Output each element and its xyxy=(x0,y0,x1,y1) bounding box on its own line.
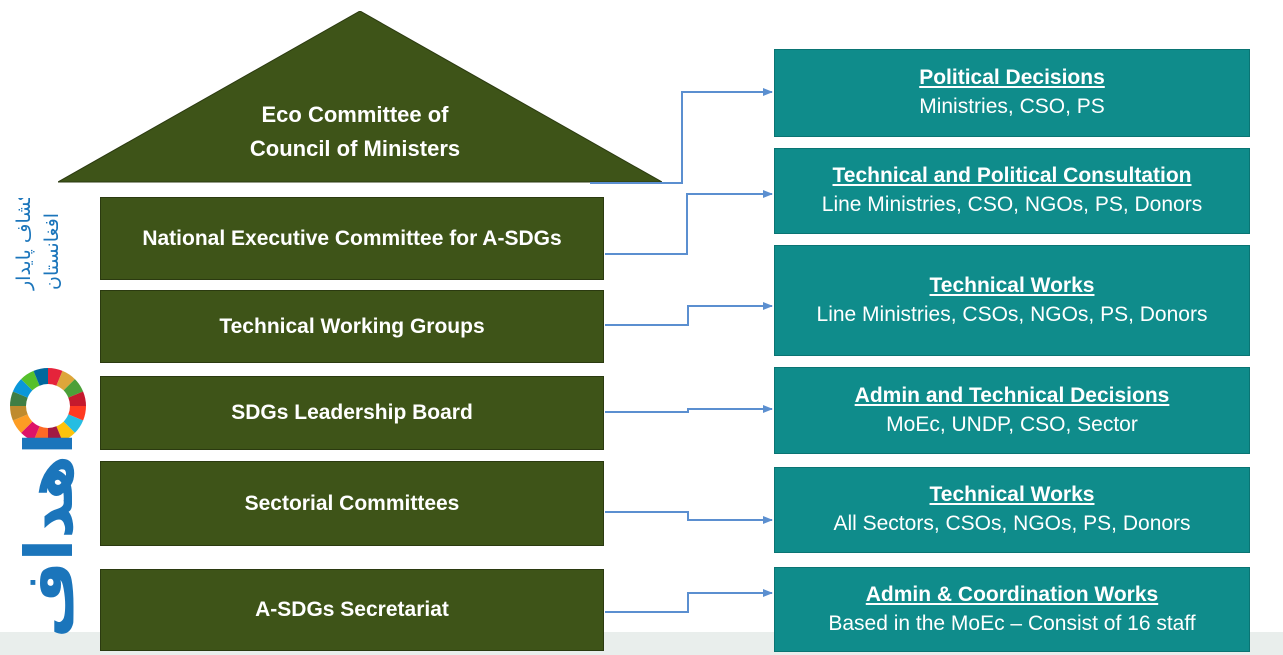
sdg-logo-graphic: انکشاف پایدار افغانستان اهداف xyxy=(10,180,88,638)
connector-3 xyxy=(605,302,773,326)
roof-label-line1: Eco Committee of xyxy=(261,102,449,127)
connector-2 xyxy=(605,190,773,255)
committee-box-national-executive: National Executive Committee for A-SDGs xyxy=(100,197,604,280)
role-box-admin-coordination: Admin & Coordination Works Based in the … xyxy=(774,567,1250,652)
role-subtitle: Line Ministries, CSOs, NGOs, PS, Donors xyxy=(816,302,1208,326)
role-box-technical-works-2: Technical Works All Sectors, CSOs, NGOs,… xyxy=(774,467,1250,553)
role-box-consultation: Technical and Political Consultation Lin… xyxy=(774,148,1250,234)
committee-label: A-SDGs Secretariat xyxy=(255,598,449,621)
logo-text-line2: افغانستان xyxy=(41,213,63,290)
logo-text-line1: انکشاف پایدار xyxy=(13,198,35,291)
connector-4 xyxy=(605,405,773,413)
role-title: Political Decisions xyxy=(919,66,1105,89)
roof-shape xyxy=(56,10,664,183)
role-title: Admin & Coordination Works xyxy=(865,582,1159,606)
logo-text-main: اهداف xyxy=(11,432,88,638)
committee-label: Technical Working Groups xyxy=(219,314,485,338)
role-subtitle: Line Ministries, CSO, NGOs, PS, Donors xyxy=(821,193,1203,216)
role-title: Admin and Technical Decisions xyxy=(854,383,1170,407)
role-title: Technical Works xyxy=(929,483,1095,506)
connector-5 xyxy=(605,511,773,524)
committee-label: SDGs Leadership Board xyxy=(231,401,473,424)
committee-box-sectorial-committees: Sectorial Committees xyxy=(100,461,604,546)
roof-label: Eco Committee of Council of Ministers xyxy=(200,98,510,166)
role-subtitle: Based in the MoEc – Consist of 16 staff xyxy=(828,611,1196,635)
role-subtitle: Ministries, CSO, PS xyxy=(919,95,1105,118)
role-box-technical-works-1: Technical Works Line Ministries, CSOs, N… xyxy=(774,245,1250,356)
role-box-political-decisions: Political Decisions Ministries, CSO, PS xyxy=(774,49,1250,137)
committee-box-leadership-board: SDGs Leadership Board xyxy=(100,376,604,450)
role-title: Technical and Political Consultation xyxy=(832,164,1192,187)
role-title: Technical Works xyxy=(929,273,1095,297)
role-subtitle: All Sectors, CSOs, NGOs, PS, Donors xyxy=(833,512,1191,535)
role-subtitle: MoEc, UNDP, CSO, Sector xyxy=(886,412,1138,436)
roof-label-line2: Council of Ministers xyxy=(249,136,461,161)
committee-label: National Executive Committee for A-SDGs xyxy=(142,226,562,250)
connector-1 xyxy=(590,88,773,184)
connector-6 xyxy=(605,589,773,613)
role-box-admin-technical-decisions: Admin and Technical Decisions MoEc, UNDP… xyxy=(774,367,1250,454)
sdg-logo: انکشاف پایدار افغانستان اهداف xyxy=(4,180,92,640)
committee-box-technical-working-groups: Technical Working Groups xyxy=(100,290,604,363)
roof-eco-committee xyxy=(56,10,664,184)
committee-box-secretariat: A-SDGs Secretariat xyxy=(100,569,604,651)
sdg-wheel-icon xyxy=(10,368,86,444)
committee-label: Sectorial Committees xyxy=(244,491,460,515)
